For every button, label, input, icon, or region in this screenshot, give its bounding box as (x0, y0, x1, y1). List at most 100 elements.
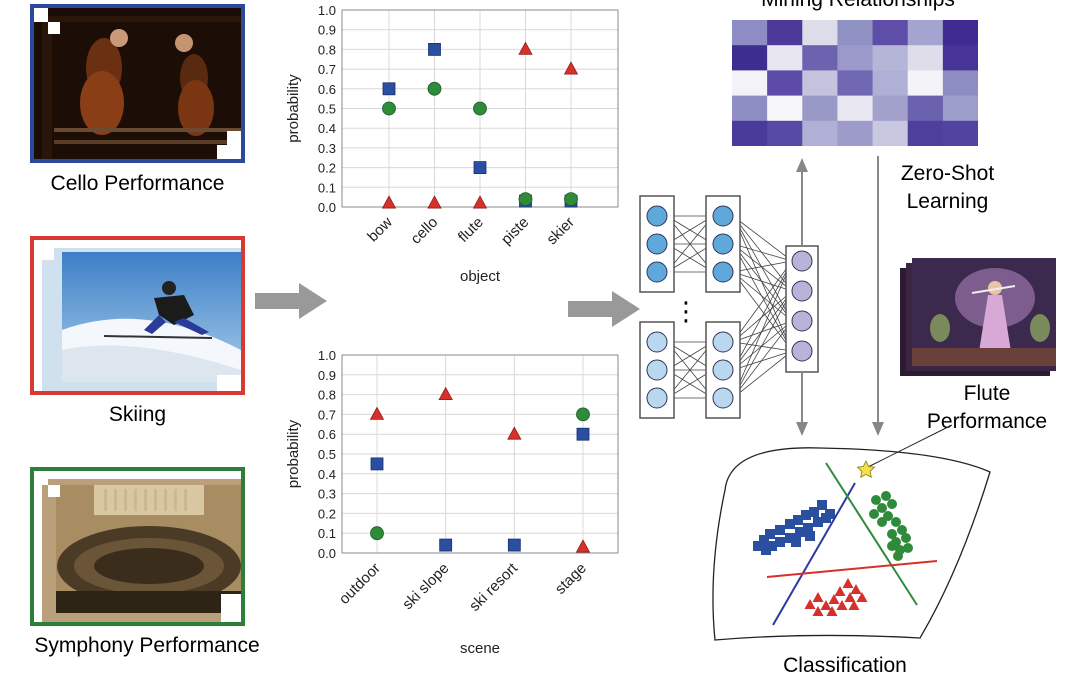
y-tick-label: 0.3 (318, 487, 336, 502)
y-tick-label: 0.3 (318, 141, 336, 156)
square-point (759, 535, 769, 545)
heatmap-cell (802, 70, 838, 97)
y-tick-label: 1.0 (318, 3, 336, 18)
square-marker (507, 538, 521, 552)
x-tick-label: ski resort (466, 559, 522, 615)
heatmap-cell (802, 20, 838, 46)
heatmap-cell (907, 95, 944, 122)
circle-marker (564, 192, 578, 207)
network-node (791, 340, 813, 362)
y-tick-label: 0.5 (318, 102, 336, 117)
network-node (791, 250, 813, 272)
x-tick-label: flute (455, 214, 487, 246)
y-tick-label: 0.9 (318, 23, 336, 38)
network-node (646, 387, 668, 409)
heatmap-cell (872, 95, 909, 122)
network-edge (732, 260, 793, 343)
circle-point (897, 525, 907, 535)
circle-point (869, 509, 879, 519)
cello-image-frame (30, 4, 245, 163)
network-edge (732, 320, 793, 371)
square-point (767, 541, 777, 551)
square-point (775, 525, 785, 535)
x-tick-label: stage (552, 560, 590, 598)
flute-photo (900, 258, 1056, 376)
heatmap-cell (872, 120, 909, 146)
y-tick-label: 0.4 (318, 121, 336, 136)
circle-marker (427, 81, 442, 96)
network-edge (732, 271, 793, 322)
heatmap-cell (942, 20, 978, 46)
y-tick-label: 0.6 (318, 427, 336, 442)
circle-marker (473, 101, 487, 116)
network-node (646, 331, 668, 353)
circle-point (877, 503, 887, 513)
heatmap-cell (837, 120, 874, 146)
plot-frame (341, 354, 619, 554)
arrow-to-charts-icon (255, 283, 327, 319)
symphony-image-frame (30, 467, 245, 626)
circle-point (887, 499, 897, 509)
arrow-to-network-icon (568, 291, 640, 327)
cello-caption: Cello Performance (50, 172, 225, 195)
heatmap-cell (872, 70, 909, 97)
heatmap-cell (732, 95, 768, 122)
square-point (817, 500, 827, 510)
x-tick-label: cello (407, 214, 441, 248)
heatmap-cell (872, 20, 909, 46)
network-node (646, 205, 668, 227)
network-ellipsis: ⋮ (673, 296, 699, 326)
heatmap-cell (872, 45, 909, 71)
network-node (712, 331, 734, 353)
heatmap-cell (767, 70, 803, 97)
triangle-point (850, 584, 862, 594)
circle-marker (370, 526, 384, 541)
symphony-photo (34, 471, 241, 622)
network-node (712, 233, 734, 255)
y-tick-label: 1.0 (318, 348, 336, 363)
square-point (791, 537, 801, 547)
heatmap-cell (732, 120, 768, 146)
square-marker (439, 538, 453, 552)
classification-label: Classification (783, 654, 907, 677)
y-axis-label: probability (285, 74, 302, 143)
network-edge (732, 243, 793, 352)
flute-image (900, 258, 1056, 376)
y-tick-label: 0.1 (318, 180, 336, 195)
triangle-marker (427, 195, 442, 209)
square-point (809, 507, 819, 517)
heatmap-cell (767, 20, 803, 46)
y-tick-label: 0.7 (318, 407, 336, 422)
square-point (761, 545, 771, 555)
square-marker (473, 161, 487, 175)
heatmap-cell (837, 45, 874, 71)
triangle-point (804, 599, 816, 609)
triangle-point (856, 592, 868, 602)
heatmap-cell (942, 70, 978, 97)
network-node (646, 359, 668, 381)
zero-shot-arrow-icon (872, 422, 884, 436)
network-edge (732, 271, 793, 292)
square-point (775, 537, 785, 547)
network-edge (732, 290, 793, 399)
cello-photo (34, 8, 241, 159)
heatmap-cell (837, 95, 874, 122)
square-marker (576, 427, 590, 441)
square-point (753, 541, 763, 551)
triangle-marker (507, 426, 522, 440)
flute-line2: Performance (926, 410, 1048, 433)
x-axis-label: scene (460, 640, 500, 657)
y-tick-label: 0.9 (318, 368, 336, 383)
square-point (785, 519, 795, 529)
circle-marker (576, 407, 590, 422)
square-marker (382, 82, 396, 96)
heatmap-cell (732, 20, 768, 46)
triangle-point (826, 606, 838, 616)
decision-line-blue (772, 482, 856, 626)
triangle-marker (381, 195, 397, 209)
heatmap-cell (837, 70, 874, 97)
triangle-point (836, 600, 848, 610)
square-point (803, 523, 813, 533)
mining-relationships-title: Mining Relationships (728, 0, 988, 12)
